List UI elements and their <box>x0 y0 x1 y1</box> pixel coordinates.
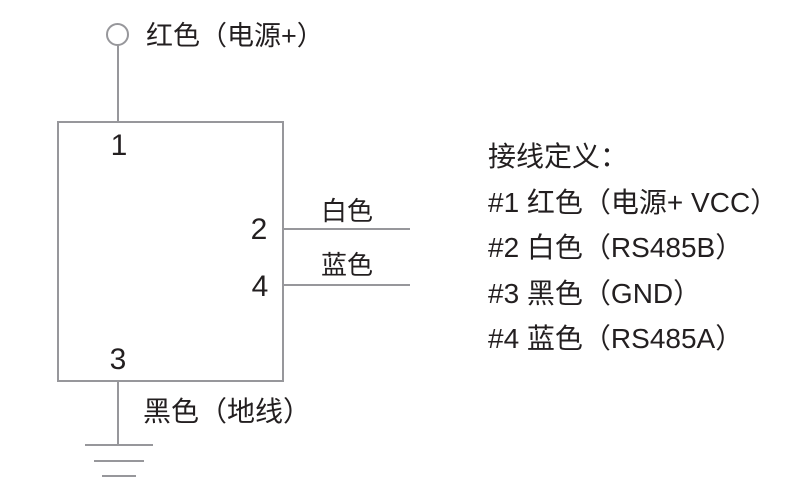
legend-title: 接线定义： <box>488 141 629 172</box>
ground-bar-1 <box>85 444 153 446</box>
pin-3-number: 3 <box>109 343 127 376</box>
legend-entry-2: #2 白色（RS485B） <box>488 232 744 263</box>
pin-4-number: 4 <box>251 270 269 303</box>
ground-wire-label: 黑色（地线） <box>143 396 312 427</box>
legend: 接线定义： #1 红色（电源+ VCC） #2 白色（RS485B） #3 黑色… <box>488 134 778 362</box>
pin1-wire <box>117 45 119 122</box>
connector-body <box>57 121 284 382</box>
ground-bar-3 <box>102 475 136 477</box>
power-wire-label: 红色（电源+） <box>146 21 324 51</box>
power-terminal-circle-icon <box>106 23 129 46</box>
pin4-wire <box>284 284 410 286</box>
pin-1-number: 1 <box>110 129 128 162</box>
white-wire-label: 白色 <box>320 196 373 226</box>
pin-2-number: 2 <box>250 213 268 246</box>
ground-bar-2 <box>94 460 144 462</box>
pin2-wire <box>284 228 410 230</box>
pin3-wire <box>117 380 119 445</box>
legend-entry-3: #3 黑色（GND） <box>488 277 702 309</box>
legend-entry-1: #1 红色（电源+ VCC） <box>488 186 779 218</box>
legend-entry-4: #4 蓝色（RS485A） <box>488 323 744 354</box>
blue-wire-label: 蓝色 <box>320 250 373 280</box>
